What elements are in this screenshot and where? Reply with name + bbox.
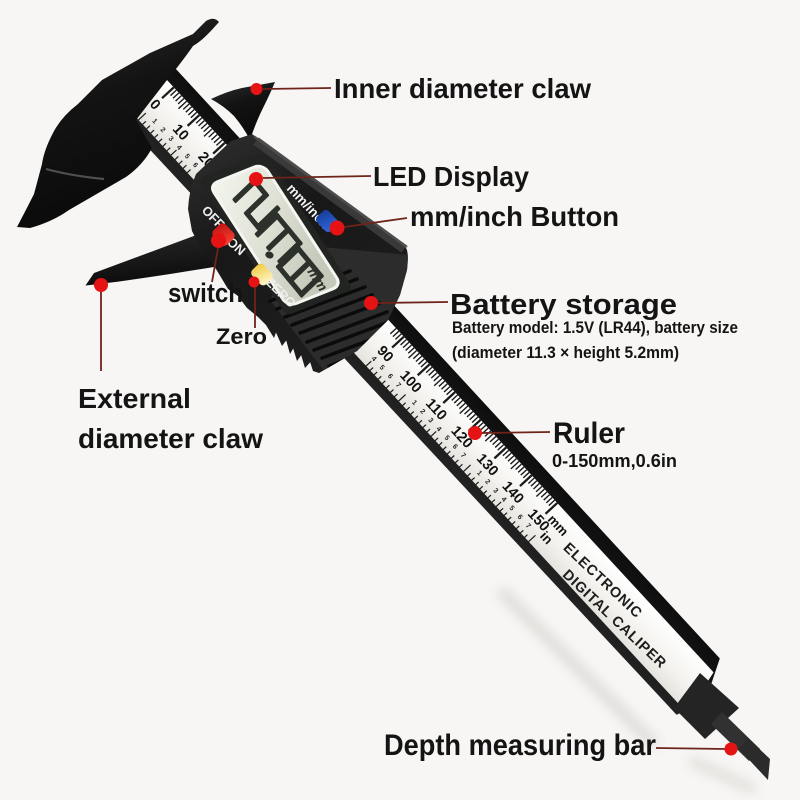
svg-text:3: 3: [426, 417, 434, 425]
svg-text:6: 6: [191, 162, 199, 170]
svg-text:Battery model: 1.5V (LR44), ba: Battery model: 1.5V (LR44), battery size: [452, 318, 738, 337]
svg-text:7: 7: [524, 522, 532, 530]
svg-text:5: 5: [183, 153, 191, 161]
svg-text:Battery storage: Battery storage: [450, 289, 677, 321]
svg-text:3: 3: [167, 135, 175, 143]
svg-text:5: 5: [508, 505, 516, 513]
svg-text:LED Display: LED Display: [373, 161, 529, 192]
svg-text:Inner diameter claw: Inner diameter claw: [334, 73, 591, 104]
svg-text:4: 4: [370, 355, 378, 363]
svg-text:4: 4: [435, 426, 443, 434]
svg-text:2: 2: [483, 478, 491, 486]
svg-text:7: 7: [459, 452, 467, 460]
svg-text:7: 7: [394, 382, 402, 390]
svg-text:2: 2: [418, 408, 426, 416]
svg-text:6: 6: [386, 373, 394, 381]
svg-text:1: 1: [475, 470, 483, 478]
svg-text:2: 2: [159, 127, 167, 135]
svg-text:5: 5: [443, 434, 451, 442]
svg-text:5: 5: [378, 364, 386, 372]
svg-text:1: 1: [410, 399, 418, 407]
svg-text:mm/inch Button: mm/inch Button: [410, 201, 619, 232]
svg-text:External: External: [78, 383, 191, 414]
svg-text:1: 1: [150, 118, 158, 126]
svg-text:Depth measuring bar: Depth measuring bar: [384, 729, 656, 762]
svg-text:(diameter 11.3 × height 5.2mm): (diameter 11.3 × height 5.2mm): [452, 343, 679, 362]
svg-text:Zero: Zero: [216, 324, 267, 349]
svg-text:Ruler: Ruler: [553, 417, 625, 450]
svg-text:4: 4: [500, 496, 508, 504]
svg-text:6: 6: [516, 514, 524, 522]
svg-text:0-150mm,0.6in: 0-150mm,0.6in: [552, 451, 677, 471]
svg-text:diameter claw: diameter claw: [78, 423, 263, 454]
svg-text:6: 6: [451, 443, 459, 451]
svg-text:4: 4: [175, 144, 183, 152]
svg-text:switch: switch: [168, 278, 243, 308]
svg-text:3: 3: [491, 487, 499, 495]
